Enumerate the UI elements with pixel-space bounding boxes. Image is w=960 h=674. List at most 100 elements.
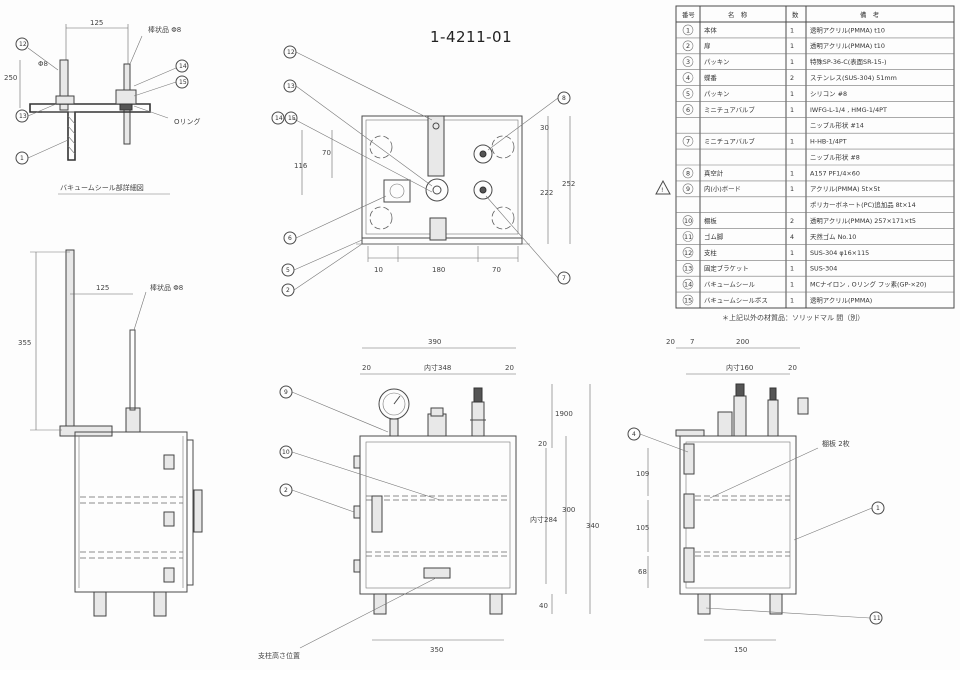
table-cell: ニップル形状 #14 <box>810 121 864 130</box>
table-cell: 1 <box>790 249 794 257</box>
dim-340: 340 <box>586 522 599 530</box>
table-number-bubble <box>682 278 694 290</box>
table-cell: 1 <box>686 26 690 34</box>
table-cell: 4 <box>790 233 794 241</box>
table-cell: 1 <box>790 42 794 50</box>
table-cell: 2 <box>790 74 794 82</box>
table-cell: パッキン <box>704 58 729 66</box>
table-cell: 4 <box>686 74 690 82</box>
dim-200: 200 <box>736 338 749 346</box>
table-number-bubble <box>682 262 694 274</box>
bubble-5a: 5 <box>286 267 290 274</box>
table-cell: 透明アクリル(PMMA) t10 <box>810 42 885 50</box>
table-header: 番号 <box>682 11 695 19</box>
table-cell: ポリカーボネート(PC)追加品 8t×14 <box>810 200 916 209</box>
dim-125b: 125 <box>96 284 109 292</box>
table-number-bubble <box>682 215 694 226</box>
bubble-7a: 7 <box>562 275 566 282</box>
bubble-10a: 10 <box>282 449 290 456</box>
dim-70b: 70 <box>492 266 501 274</box>
table-number-bubble <box>682 72 694 83</box>
table-cell: アクリル(PMMA) 5t×5t <box>810 185 881 193</box>
table-cell: 1 <box>790 90 794 98</box>
table-number-bubble <box>682 135 694 147</box>
table-cell: バキュームシールボス <box>704 296 768 304</box>
table-cell: 7 <box>686 138 690 146</box>
table-cell: ミニチュアバルブ <box>704 137 755 146</box>
dim-222: 222 <box>540 189 553 197</box>
table-cell: 特殊SP-36-C(表面SR-15-) <box>810 57 887 66</box>
table-cell: 9 <box>686 185 690 193</box>
bubble-12b: 12 <box>287 49 295 56</box>
table-cell: 1 <box>790 281 794 289</box>
dim-180: 180 <box>432 266 445 274</box>
table-cell: ステンレス(SUS-304) 51mm <box>810 74 897 82</box>
dim-252: 252 <box>562 180 575 188</box>
table-header: 数 <box>792 10 799 19</box>
bubble-1a: 1 <box>20 155 24 162</box>
phi8-label: Φ8 <box>38 60 48 68</box>
table-cell: 1 <box>790 26 794 34</box>
table-cell: H-HB-1/4PT <box>810 138 847 146</box>
table-cell: 固定ブラケット <box>704 264 749 273</box>
table-cell: 3 <box>686 58 690 66</box>
dim-20b: 20 <box>505 364 514 372</box>
bubble-11a: 11 <box>873 615 881 622</box>
table-header: 名 称 <box>728 10 748 19</box>
table-cell: 2 <box>790 217 794 225</box>
probe-label-b: 棒状品 Φ8 <box>150 283 183 292</box>
dim-125: 125 <box>90 19 103 27</box>
table-cell: A157 PF1/4×60 <box>810 169 860 177</box>
table-number-bubble <box>682 247 694 258</box>
table-cell: 2 <box>686 42 690 50</box>
warning-icon <box>655 179 671 195</box>
table-cell: シリコン #8 <box>810 90 847 98</box>
dim-350: 350 <box>430 646 443 654</box>
table-cell: 天然ゴム No.10 <box>810 232 856 241</box>
table-cell: 透明アクリル(PMMA) t10 <box>810 26 885 34</box>
table-cell: 1 <box>790 169 794 177</box>
table-cell: 透明アクリル(PMMA) <box>810 296 872 304</box>
bubble-12a: 12 <box>19 41 27 48</box>
table-cell: ニップル形状 #8 <box>810 152 860 161</box>
support-label: 支柱高さ位置 <box>258 651 300 660</box>
bubble-14b: 14 <box>275 115 283 122</box>
table-cell: ミニチュアバルブ <box>704 105 755 114</box>
dim-7: 7 <box>690 338 694 346</box>
table-cell: 透明アクリル(PMMA) 257×171×t5 <box>810 217 916 225</box>
table-cell: MCナイロン , Oリング フッ素(GP-×20) <box>810 280 926 289</box>
bubble-1b: 1 <box>876 505 880 512</box>
o-ring-label: Oリング <box>174 117 201 126</box>
bubble-15b: 15 <box>288 115 296 122</box>
bubble-4a: 4 <box>632 431 636 438</box>
table-cell: 1 <box>790 185 794 193</box>
table-number-bubble <box>682 104 694 115</box>
table-cell: 1 <box>790 106 794 114</box>
table-number-bubble <box>682 24 694 36</box>
dim-160: 内寸160 <box>726 363 753 372</box>
table-number-bubble <box>682 40 694 52</box>
footnote: ＊上記以外の材質品：ソリッドマル 間（別） <box>722 313 864 322</box>
table-cell: 6 <box>686 106 690 114</box>
bubble-9a: 9 <box>284 389 288 396</box>
bubble-13b: 13 <box>287 83 295 90</box>
table-cell: 本体 <box>704 25 717 34</box>
dim-20e: 20 <box>788 364 797 372</box>
table-cell: 内(小)ボード <box>704 184 741 193</box>
table-cell: 1 <box>790 265 794 273</box>
dim-116: 116 <box>294 162 308 170</box>
bubble-2a: 2 <box>286 287 290 294</box>
table-number-bubble <box>682 56 694 68</box>
table-cell: バキュームシール <box>704 281 756 289</box>
table-number-bubble <box>682 167 694 179</box>
table-cell: 支柱 <box>704 248 717 257</box>
dim-150: 150 <box>734 646 747 654</box>
table-cell: 13 <box>684 265 692 273</box>
dim-284: 内寸284 <box>530 515 558 524</box>
dim-68: 68 <box>638 568 647 576</box>
dim-20d: 20 <box>666 338 675 346</box>
drawing-number: 1-4211-01 <box>430 28 512 46</box>
table-cell: 10 <box>684 217 692 225</box>
table-cell: 棚板 <box>704 216 717 225</box>
